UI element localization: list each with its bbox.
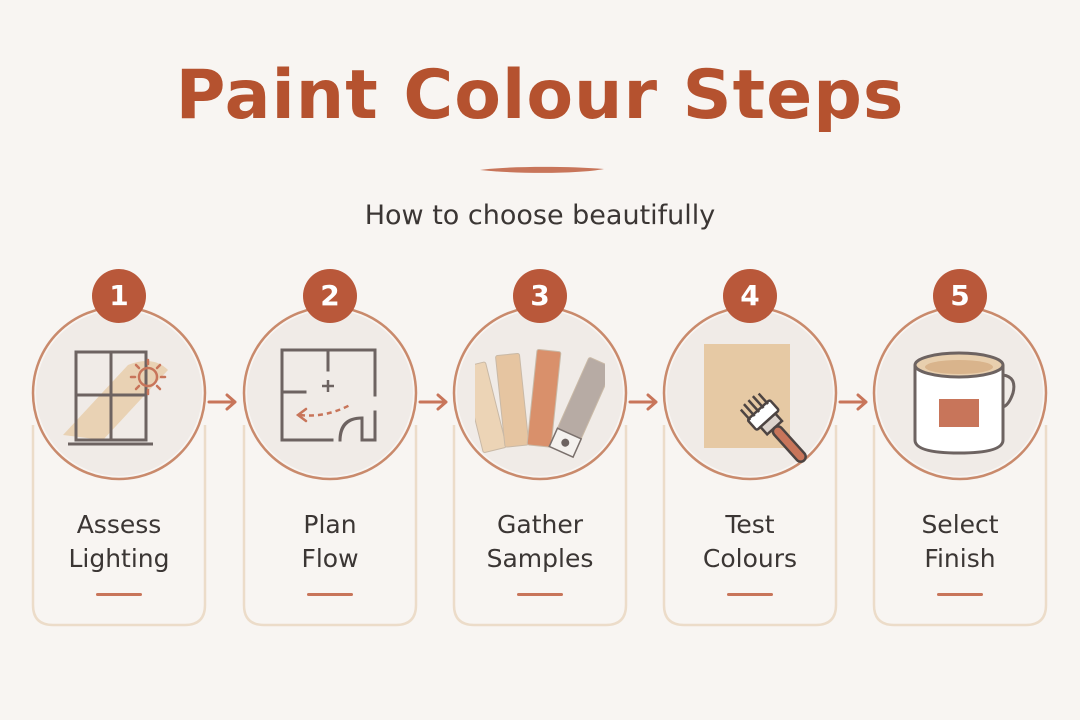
page-title: Paint Colour Steps [175,56,905,135]
step-label-line-1: Gather [497,510,583,539]
arrow-right-icon [838,393,868,411]
step-label-line-1: Test [725,510,775,539]
step-label-line-2: Samples [486,544,594,573]
step-label-line-1: Select [921,510,999,539]
swatch-fan-icon [475,348,605,459]
step-number-badge: 1 [92,269,146,323]
step-label: Test Colours [664,508,836,576]
label-underline [937,593,983,596]
label-underline [96,593,142,596]
label-underline [307,593,353,596]
step-icon-disc [247,310,413,476]
step-label-line-1: Plan [303,510,357,539]
label-underline [727,593,773,596]
step-number-badge: 5 [933,269,987,323]
step-number-badge: 4 [723,269,777,323]
step-label: Plan Flow [244,508,416,576]
label-underline [517,593,563,596]
brush-stroke-divider [480,166,604,173]
step-number-badge: 3 [513,269,567,323]
step-label-line-2: Flow [301,544,359,573]
step-number-badge: 2 [303,269,357,323]
step-label-line-2: Colours [702,544,798,573]
step-label: Assess Lighting [33,508,205,576]
step-label-line-2: Lighting [68,544,170,573]
arrow-right-icon [628,393,658,411]
step-label: Select Finish [874,508,1046,576]
arrow-right-icon [207,393,237,411]
paint-swatch-brush-icon [704,344,807,463]
window-sun-icon [63,350,168,446]
step-label-line-1: Assess [76,510,162,539]
paint-can-icon [913,351,1016,455]
step-label: Gather Samples [454,508,626,576]
page-subtitle: How to choose beautifully [364,200,716,231]
arrow-right-icon [418,393,448,411]
step-label-line-2: Finish [924,544,996,573]
floor-plan-icon [280,348,377,442]
